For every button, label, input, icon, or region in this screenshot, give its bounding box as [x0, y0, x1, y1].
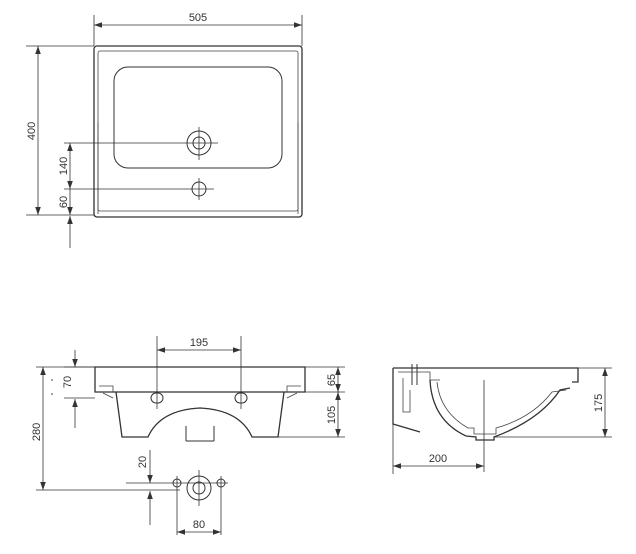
fixing-plan: [126, 470, 228, 535]
basin-outline-top: [93, 45, 303, 218]
dimension-top-offset-label: 70: [62, 376, 74, 388]
dimension-body-label: 105: [326, 406, 338, 424]
basin-body-front: [115, 391, 285, 438]
basin-rim-side: [393, 367, 579, 383]
dimension-side-height-label: 175: [593, 394, 605, 412]
basin-rim-front: [94, 366, 306, 393]
bowl-outline-top: [113, 66, 283, 169]
front-view: 195 70 280 65 105: [31, 336, 345, 535]
dimension-rim-label: 65: [326, 374, 338, 386]
dimension-depth-label: 400: [26, 122, 38, 140]
side-view: 175 200: [392, 364, 612, 474]
tap-hole-top: [64, 178, 214, 200]
dimension-tap-drain-label: 140: [58, 157, 70, 175]
dimension-side-drain-label: 200: [429, 453, 447, 465]
dimension-holes-label: 195: [190, 337, 208, 349]
dimension-drain-below-label: 20: [137, 456, 149, 468]
top-view: 505 400 140 60: [26, 12, 303, 248]
dimension-width-label: 505: [189, 12, 207, 24]
dimension-total-height-label: 280: [31, 423, 43, 441]
dimension-drain-edge-label: 60: [58, 196, 70, 208]
dimension-fixing-label: 80: [193, 519, 205, 531]
drain-hole-top: [64, 127, 218, 160]
bowl-profile-side: [429, 379, 571, 441]
